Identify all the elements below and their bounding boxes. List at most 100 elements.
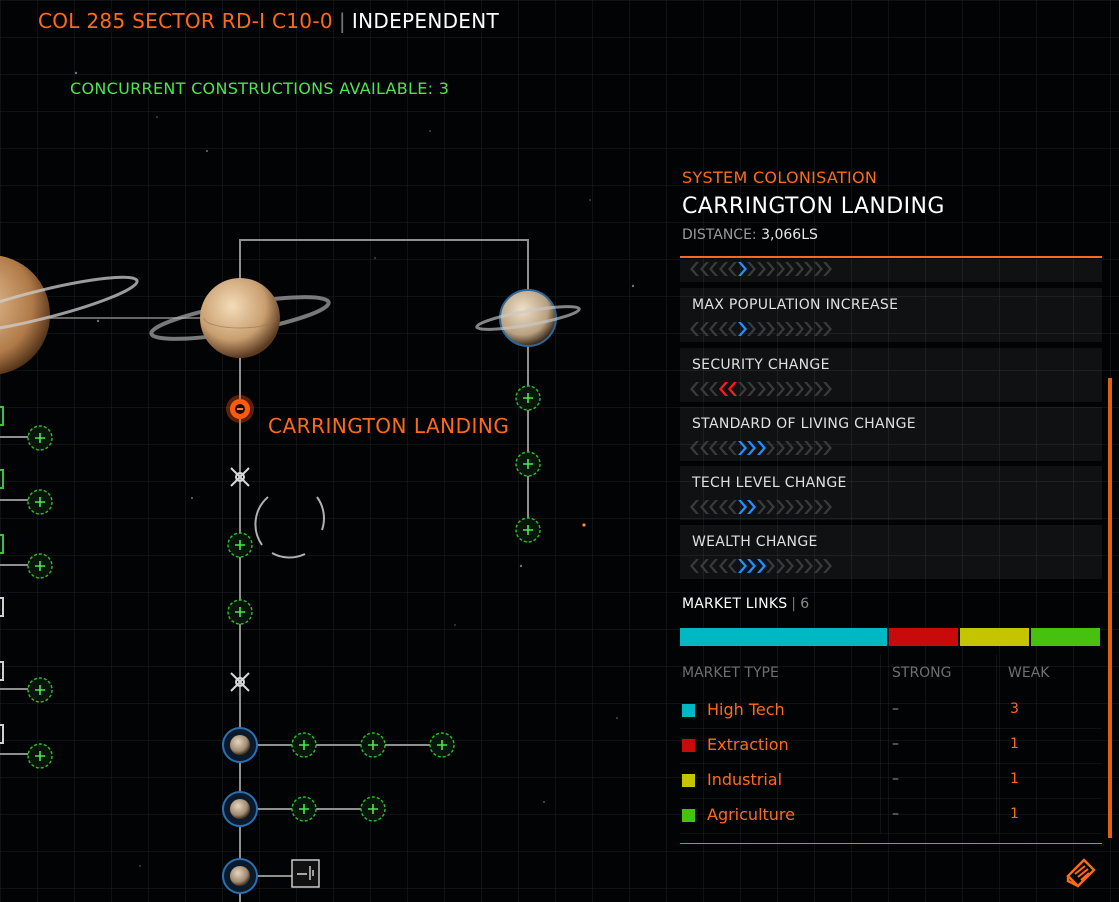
market-bar-segment: [960, 628, 1029, 646]
chevron-icon: [756, 440, 766, 455]
chevron-icon: [718, 558, 728, 573]
distance-readout: DISTANCE: 3,066LS: [682, 227, 818, 243]
chevron-icon: [756, 558, 766, 573]
stat-chevrons: [690, 261, 833, 276]
system-name[interactable]: COL 285 SECTOR RD-I C10-0: [38, 9, 333, 33]
chevron-icon: [756, 261, 766, 276]
station-icon-2[interactable]: [230, 672, 250, 692]
chevron-icon: [747, 440, 756, 455]
panel-bottom-divider: [680, 843, 1102, 844]
column-market-type: MARKET TYPE: [682, 665, 779, 681]
chevron-icon: [766, 261, 775, 276]
chevron-icon: [775, 321, 785, 336]
chevron-icon: [690, 381, 699, 396]
chevron-icon: [709, 321, 718, 336]
chevron-icon: [785, 261, 794, 276]
moon-3[interactable]: [222, 858, 258, 894]
chevron-icon: [728, 440, 737, 455]
codex-book-icon[interactable]: [1064, 854, 1098, 888]
chevron-icon: [728, 558, 737, 573]
chevron-icon: [794, 261, 804, 276]
chevron-icon: [728, 381, 737, 396]
market-strong: –: [892, 771, 899, 787]
chevron-icon: [804, 381, 813, 396]
chevron-icon: [823, 558, 832, 573]
chevron-icon: [813, 440, 823, 455]
small-ringed-planet[interactable]: [475, 289, 581, 347]
chevron-icon: [699, 381, 709, 396]
market-links-label: MARKET LINKS: [682, 596, 788, 612]
header-separator: |: [338, 9, 346, 33]
chevron-icon: [699, 321, 709, 336]
outpost-icon[interactable]: [291, 859, 320, 888]
market-weak: 3: [1010, 701, 1019, 717]
chevron-icon: [690, 321, 699, 336]
chevron-icon: [766, 440, 775, 455]
stat-chevrons: [690, 499, 833, 514]
market-swatch: [682, 809, 695, 822]
moon-1[interactable]: [222, 727, 258, 763]
distance-label: DISTANCE:: [682, 227, 757, 243]
chevron-icon: [804, 558, 813, 573]
moon-2[interactable]: [222, 791, 258, 827]
chevron-icon: [709, 558, 718, 573]
gas-giant-planet[interactable]: [0, 255, 140, 375]
chevron-icon: [699, 499, 709, 514]
panel-scrollbar[interactable]: [1108, 378, 1112, 838]
market-strong: –: [892, 806, 899, 822]
chevron-icon: [804, 261, 813, 276]
stat-row: [680, 260, 1102, 282]
column-divider: [880, 655, 881, 833]
market-strong: –: [892, 701, 899, 717]
market-strong: –: [892, 736, 899, 752]
chevron-icon: [756, 381, 766, 396]
chevron-icon: [766, 558, 775, 573]
system-map: [0, 239, 581, 902]
chevron-icon: [747, 558, 756, 573]
market-row: Agriculture – 1: [680, 798, 1102, 834]
chevron-icon: [747, 499, 756, 514]
panel-subtitle: SYSTEM COLONISATION: [682, 168, 878, 187]
chevron-icon: [718, 321, 728, 336]
panel-title: CARRINGTON LANDING: [682, 194, 945, 219]
stat-label: STANDARD OF LIVING CHANGE: [692, 416, 916, 432]
selected-body-label[interactable]: CARRINGTON LANDING: [268, 414, 510, 438]
chevron-icon: [766, 321, 775, 336]
selected-station-node[interactable]: [226, 395, 254, 423]
ringed-planet[interactable]: [149, 278, 331, 358]
stat-row: STANDARD OF LIVING CHANGE: [680, 407, 1102, 461]
market-links-count: 6: [800, 596, 810, 612]
chevron-icon: [709, 381, 718, 396]
stat-chevrons: [690, 321, 833, 336]
chevron-icon: [728, 321, 737, 336]
stat-label: MAX POPULATION INCREASE: [692, 297, 899, 313]
chevron-icon: [823, 381, 832, 396]
market-swatch: [682, 774, 695, 787]
loading-spinner-icon: [254, 496, 325, 559]
chevron-icon: [737, 261, 747, 276]
chevron-icon: [766, 499, 775, 514]
chevron-icon: [794, 321, 804, 336]
chevron-icon: [823, 261, 832, 276]
stat-list[interactable]: MAX POPULATION INCREASE SECURITY CHANGE …: [680, 260, 1102, 582]
chevron-icon: [804, 440, 813, 455]
station-icon[interactable]: [230, 467, 250, 487]
chevron-icon: [728, 499, 737, 514]
chevron-icon: [794, 499, 804, 514]
market-links-separator: |: [791, 596, 797, 612]
market-weak: 1: [1010, 736, 1019, 752]
construction-slots[interactable]: [27, 385, 541, 822]
chevron-icon: [775, 558, 785, 573]
chevron-icon: [718, 499, 728, 514]
chevron-icon: [775, 499, 785, 514]
chevron-icon: [718, 381, 728, 396]
column-divider: [996, 655, 997, 833]
chevron-icon: [737, 440, 747, 455]
chevron-icon: [813, 261, 823, 276]
market-links-heading: MARKET LINKS|6: [682, 596, 809, 612]
chevron-icon: [813, 321, 823, 336]
market-row: Extraction – 1: [680, 728, 1102, 764]
chevron-icon: [794, 381, 804, 396]
